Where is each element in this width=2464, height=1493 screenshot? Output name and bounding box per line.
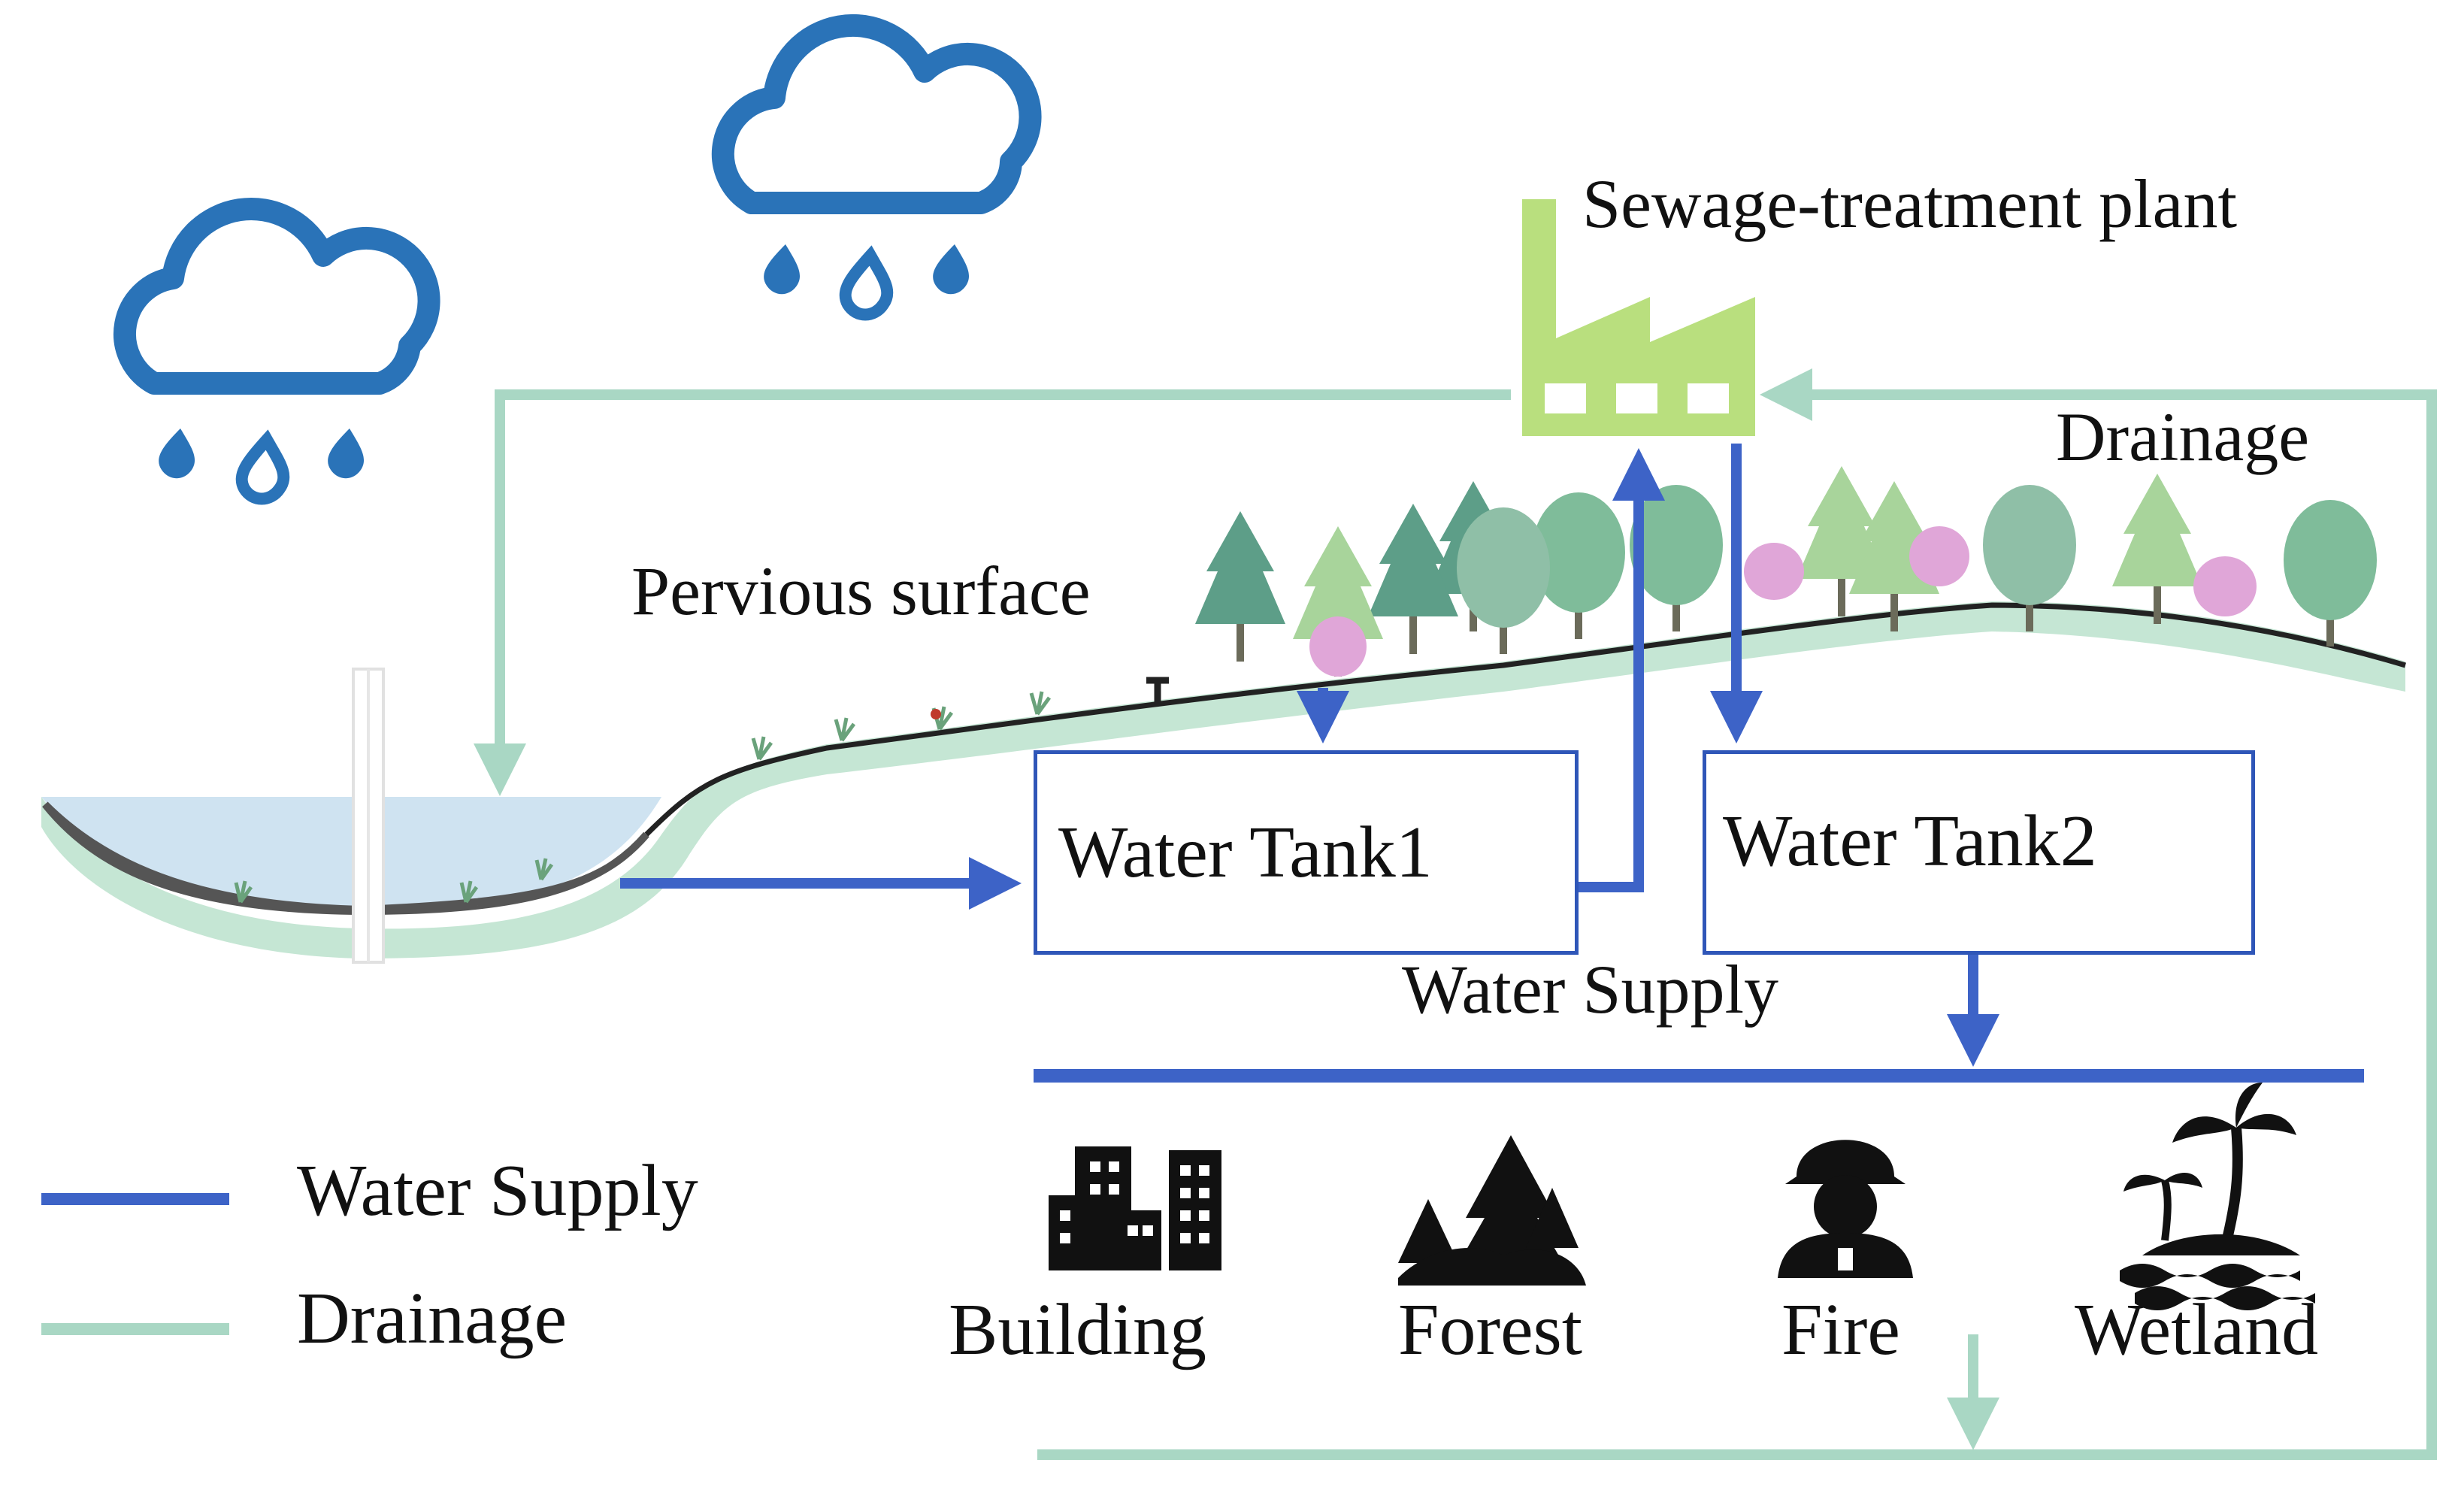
water-tank1-box: [1034, 750, 1579, 955]
water-supply-flow: [620, 444, 1999, 1067]
fire-label: Fire: [1781, 1289, 1900, 1370]
pervious-surface-label: Pervious surface: [631, 553, 1091, 629]
forest-icon: [1398, 1135, 1586, 1286]
drainage-label: Drainage: [2056, 398, 2310, 475]
water-supply-label: Water Supply: [1402, 951, 1779, 1028]
factory-icon: [1522, 199, 1755, 436]
palm-island-icon: [2120, 1083, 2315, 1310]
water-tank2-label: Water Tank2: [1723, 801, 2097, 882]
building-icon: [1049, 1146, 1221, 1270]
forest-label: Forest: [1398, 1289, 1582, 1370]
landscape: [41, 466, 2407, 964]
legend-drainage-label: Drainage: [297, 1278, 568, 1359]
wetland-label: Wetland: [2075, 1289, 2319, 1370]
legend-water-supply-label: Water Supply: [297, 1150, 698, 1231]
drainage-flow: [474, 368, 2437, 1460]
sewage-plant-label: Sewage-treatment plant: [1582, 165, 2238, 242]
water-supply-bus: [1034, 1069, 2364, 1083]
water-tank2-box: [1703, 750, 2255, 955]
water-tank1-label: Water Tank1: [1058, 812, 1433, 893]
building-label: Building: [949, 1289, 1207, 1370]
rain-cloud-icon: [113, 197, 440, 505]
rain-cloud-icon: [711, 14, 1042, 321]
firefighter-icon: [1778, 1140, 1913, 1278]
